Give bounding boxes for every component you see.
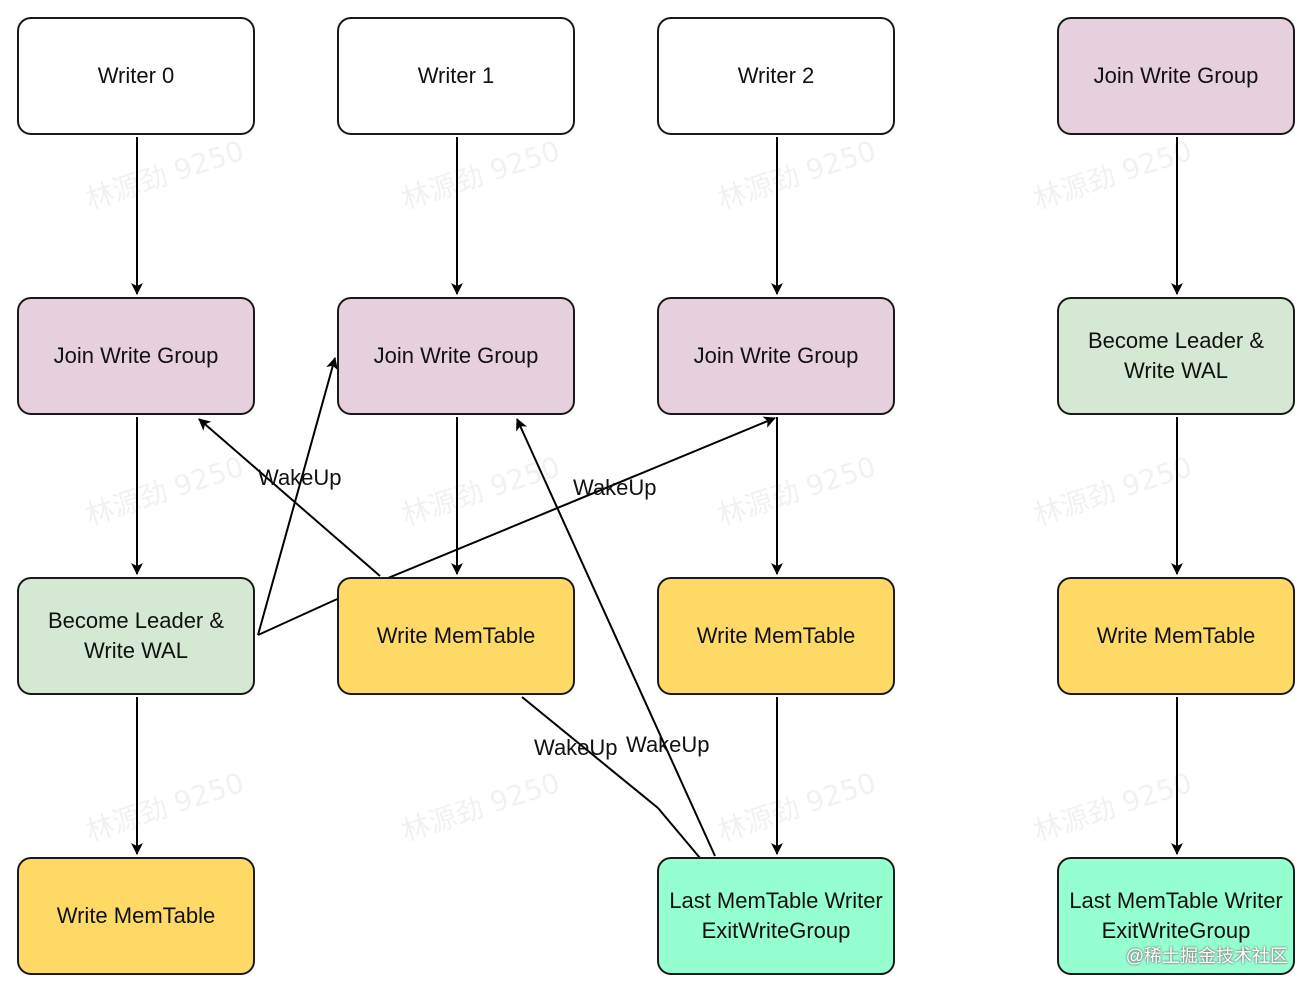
edge-label-wakeup: WakeUp xyxy=(626,732,710,757)
node-writer-1: Writer 1 xyxy=(337,17,575,135)
node-join-write-group-col4: Join Write Group xyxy=(1057,17,1295,135)
node-last-memtable-writer-col4: Last MemTable Writer ExitWriteGroup xyxy=(1057,857,1295,975)
footer-credit: @稀土掘金技术社区 xyxy=(1125,946,1288,966)
node-last-memtable-writer-col3: Last MemTable Writer ExitWriteGroup xyxy=(657,857,895,975)
node-join-write-group-col1: Join Write Group xyxy=(17,297,255,415)
edge-leader-wakeup-c2-join xyxy=(257,357,338,636)
node-join-write-group-col2: Join Write Group xyxy=(337,297,575,415)
node-become-leader-col1: Become Leader & Write WAL xyxy=(17,577,255,695)
edge-last-wakeup-c2-join xyxy=(516,418,716,857)
edge-label-wakeup: WakeUp xyxy=(573,475,657,500)
node-write-memtable-col4: Write MemTable xyxy=(1057,577,1295,695)
edge-last-tail xyxy=(657,807,701,859)
node-write-memtable-col3: Write MemTable xyxy=(657,577,895,695)
edge-label-wakeup: WakeUp xyxy=(258,465,342,490)
node-become-leader-col4: Become Leader & Write WAL xyxy=(1057,297,1295,415)
edge-c2-memtable-wakeup-c1-join xyxy=(198,418,381,577)
edge-leader-wakeup-c3-join xyxy=(257,416,776,636)
edge-label-wakeup: WakeUp xyxy=(534,735,618,760)
node-writer-0: Writer 0 xyxy=(17,17,255,135)
node-join-write-group-col3: Join Write Group xyxy=(657,297,895,415)
edge-c2-memtable-last xyxy=(521,696,659,809)
node-write-memtable-col1: Write MemTable xyxy=(17,857,255,975)
node-writer-2: Writer 2 xyxy=(657,17,895,135)
node-write-memtable-col2: Write MemTable xyxy=(337,577,575,695)
